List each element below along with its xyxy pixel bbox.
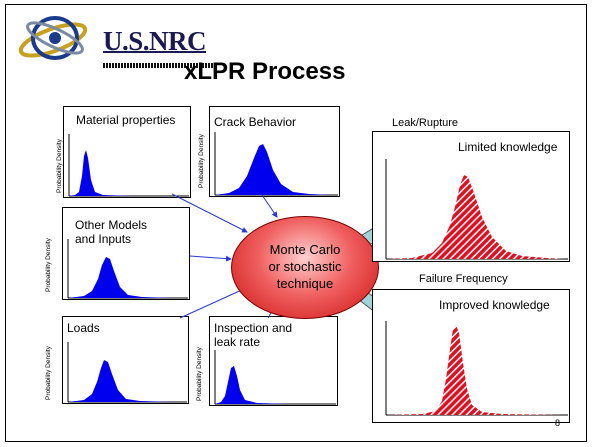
distribution-curve [68, 360, 172, 402]
page-number: 8 [555, 418, 561, 428]
panel-improved-knowledge: Improved knowledge [372, 289, 570, 423]
panel-label: Improved knowledge [439, 298, 550, 312]
distribution-curve [215, 144, 331, 195]
failure-frequency-heading: Failure Frequency [419, 273, 508, 285]
inspection-distribution-plot [214, 350, 336, 405]
distribution-curve [215, 366, 289, 404]
loads-distribution-plot [67, 342, 187, 403]
other-models-distribution-plot [67, 239, 188, 299]
panel-label: Crack Behavior [214, 115, 297, 129]
panel-material-properties: Material properties [63, 106, 191, 198]
limited-knowledge-plot [385, 159, 568, 260]
panel-other-models: Other Models and Inputs [62, 207, 190, 300]
distribution-curve [69, 150, 133, 196]
panel-label: Material properties [76, 113, 176, 127]
material-distribution-plot [68, 134, 189, 197]
distribution-curve [386, 325, 564, 415]
panel-label: Inspection and leak rate [214, 321, 293, 349]
atom-orbit-icon [18, 16, 88, 60]
improved-knowledge-plot [385, 321, 568, 416]
monte-carlo-node: Monte Carlo or stochastic technique [231, 216, 379, 319]
nrc-logo-text: U.S.NRC [103, 26, 207, 56]
nrc-logo: U.S.NRC [15, 8, 213, 68]
connector-loads [179, 287, 247, 319]
distribution-curve [386, 175, 564, 259]
connector-material [171, 193, 248, 233]
leak-rupture-heading: Leak/Rupture [392, 117, 459, 129]
panel-loads: Loads [62, 316, 189, 404]
panel-label: Limited knowledge [458, 140, 558, 154]
connector-other [189, 255, 232, 262]
distribution-curve [68, 257, 172, 298]
monte-carlo-label: Monte Carlo or stochastic technique [268, 242, 342, 291]
nrc-logo-tagline [103, 63, 213, 68]
page-title: xLPR Process [184, 58, 346, 85]
panel-label: Other Models and Inputs [75, 218, 148, 246]
panel-label: Loads [67, 321, 100, 335]
connector-crack [261, 194, 278, 218]
crack-distribution-plot [214, 132, 338, 196]
